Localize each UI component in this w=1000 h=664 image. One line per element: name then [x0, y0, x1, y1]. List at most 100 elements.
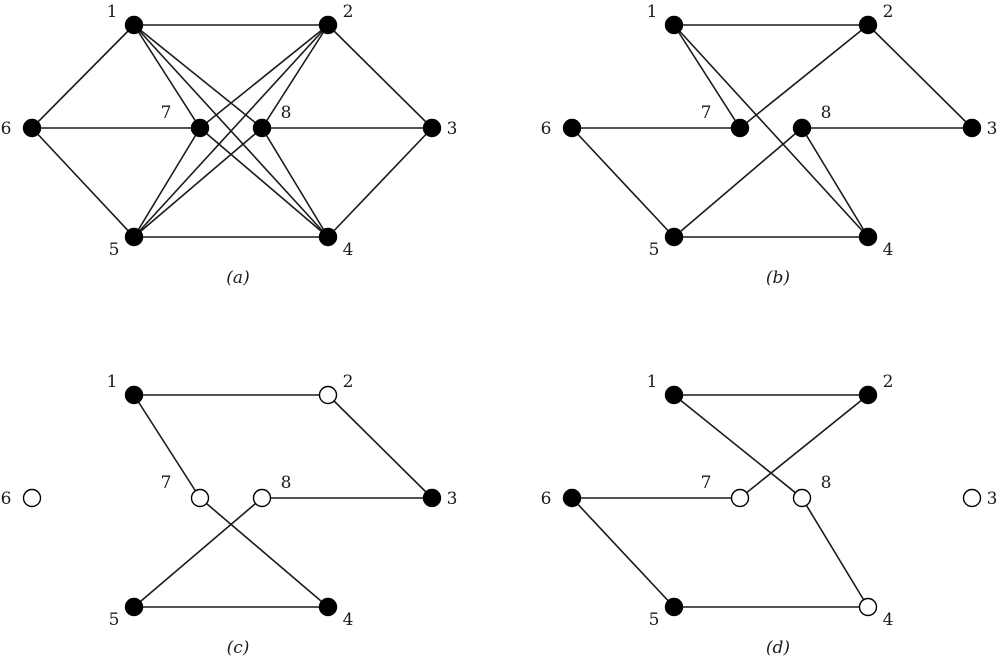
node-label: 8 — [821, 473, 832, 493]
node-label: 4 — [883, 240, 894, 260]
node-label: 1 — [107, 2, 118, 22]
node-label: 6 — [1, 119, 12, 139]
node-7 — [190, 118, 210, 138]
edge-1-7 — [133, 24, 201, 129]
node-3 — [422, 118, 442, 138]
edge-8-5 — [133, 127, 263, 238]
node-label: 6 — [1, 489, 12, 509]
edge-1-8 — [673, 394, 803, 499]
node-2 — [858, 15, 878, 35]
node-label: 4 — [343, 240, 354, 260]
node-2 — [858, 385, 878, 405]
panel-caption: (c) — [227, 638, 250, 658]
edge-5-6 — [31, 127, 135, 238]
node-label: 5 — [109, 240, 120, 260]
edge-3-4 — [327, 127, 433, 238]
edge-8-4 — [801, 497, 869, 608]
edge-1-8 — [133, 24, 263, 129]
node-label: 7 — [161, 103, 172, 123]
node-label: 4 — [883, 610, 894, 630]
node-7 — [190, 488, 210, 508]
edge-2-8 — [261, 24, 329, 129]
node-8 — [792, 118, 812, 138]
node-label: 2 — [883, 372, 894, 392]
panel-b: 1 2 3 4 5 6 7 8 (b) — [541, 2, 998, 288]
node-4 — [858, 227, 878, 247]
node-label: 4 — [343, 610, 354, 630]
node-label: 7 — [161, 473, 172, 493]
edge-6-1 — [31, 24, 135, 129]
node-5 — [664, 227, 684, 247]
edge-8-4 — [801, 127, 869, 238]
node-1 — [124, 15, 144, 35]
edge-2-3 — [327, 394, 433, 499]
node-3 — [962, 488, 982, 508]
panel-caption: (a) — [226, 268, 249, 288]
node-label: 2 — [343, 372, 354, 392]
node-1 — [664, 385, 684, 405]
node-1 — [124, 385, 144, 405]
node-3 — [962, 118, 982, 138]
node-label: 8 — [281, 103, 292, 123]
node-4 — [318, 597, 338, 617]
node-label: 5 — [649, 610, 660, 630]
edge-2-5 — [133, 24, 329, 238]
edge-1-7 — [133, 394, 201, 499]
node-label: 1 — [107, 372, 118, 392]
node-2 — [318, 385, 338, 405]
panel-caption: (d) — [766, 638, 790, 658]
edge-7-4 — [199, 127, 329, 238]
edge-5-6 — [571, 497, 675, 608]
node-label: 3 — [987, 119, 998, 139]
node-label: 8 — [281, 473, 292, 493]
node-7 — [730, 488, 750, 508]
edge-8-5 — [133, 497, 263, 608]
edge-1-4 — [673, 24, 869, 238]
edge-2-7 — [199, 24, 329, 129]
panel-d: 1 2 3 4 5 6 7 8 (d) — [541, 372, 998, 658]
edge-7-4 — [199, 497, 329, 608]
edge-8-5 — [673, 127, 803, 238]
node-6 — [22, 488, 42, 508]
node-4 — [318, 227, 338, 247]
panel-c: 1 2 3 4 5 6 7 8 (c) — [1, 372, 458, 658]
node-label: 1 — [647, 2, 658, 22]
edge-5-6 — [571, 127, 675, 238]
node-label: 2 — [883, 2, 894, 22]
node-5 — [124, 597, 144, 617]
edge-2-3 — [867, 24, 973, 129]
node-label: 7 — [701, 103, 712, 123]
edge-1-7 — [673, 24, 741, 129]
panel-a: 1 2 3 4 5 6 7 8 (a) — [1, 2, 458, 288]
node-label: 6 — [541, 489, 552, 509]
node-8 — [792, 488, 812, 508]
node-label: 3 — [447, 489, 458, 509]
edge-8-4 — [261, 127, 329, 238]
node-label: 3 — [987, 489, 998, 509]
node-8 — [252, 118, 272, 138]
node-label: 1 — [647, 372, 658, 392]
node-label: 8 — [821, 103, 832, 123]
node-label: 5 — [109, 610, 120, 630]
edge-2-3 — [327, 24, 433, 129]
edge-7-5 — [133, 127, 201, 238]
node-label: 3 — [447, 119, 458, 139]
node-4 — [858, 597, 878, 617]
panel-caption: (b) — [766, 268, 790, 288]
node-6 — [562, 488, 582, 508]
node-2 — [318, 15, 338, 35]
node-8 — [252, 488, 272, 508]
edge-2-7 — [739, 24, 869, 129]
node-5 — [664, 597, 684, 617]
node-label: 7 — [701, 473, 712, 493]
node-label: 6 — [541, 119, 552, 139]
node-label: 5 — [649, 240, 660, 260]
node-label: 2 — [343, 2, 354, 22]
node-6 — [562, 118, 582, 138]
edge-2-7 — [739, 394, 869, 499]
node-7 — [730, 118, 750, 138]
node-5 — [124, 227, 144, 247]
node-1 — [664, 15, 684, 35]
node-6 — [22, 118, 42, 138]
